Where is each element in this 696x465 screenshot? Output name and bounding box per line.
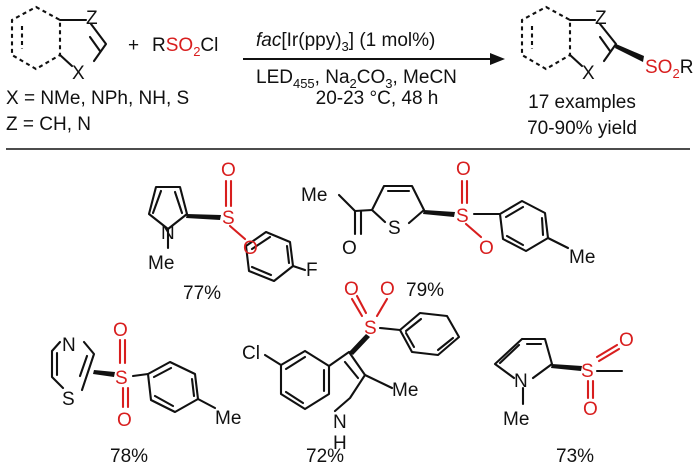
atom-s: S xyxy=(456,206,469,227)
atom-s: S xyxy=(388,218,401,239)
atom-n: N xyxy=(161,223,175,244)
examples-count: 17 examples xyxy=(528,92,636,113)
yield-label: 77% xyxy=(183,283,221,304)
atom-x: X xyxy=(72,63,85,84)
product-3: N S S O O Me 78% xyxy=(50,320,241,465)
methyl-label: Me xyxy=(503,409,529,430)
atom-f: F xyxy=(306,260,318,281)
methyl-label: Me xyxy=(215,408,241,429)
plus-sign: + xyxy=(128,35,139,56)
atom-s: S xyxy=(581,361,594,382)
atom-o: O xyxy=(243,238,258,259)
atom-n: N xyxy=(62,335,76,356)
yield-label: 72% xyxy=(306,446,344,465)
yield-label: 73% xyxy=(556,446,594,465)
chloro-label: Cl xyxy=(242,343,260,364)
atom-s: S xyxy=(115,368,128,389)
atom-n: N xyxy=(514,371,528,392)
catalyst-label: fac[Ir(ppy)3] (1 mol%) xyxy=(256,30,435,54)
atom-o: O xyxy=(619,330,634,351)
atom-s: S xyxy=(222,208,235,229)
atom-o: O xyxy=(113,320,128,341)
temperature-time-label: 20-23 °C, 48 h xyxy=(316,88,439,109)
product-5: N Me S O O 73% xyxy=(493,330,634,465)
product-2: Me O S S O O Me 79% xyxy=(301,159,595,301)
atom-z: Z xyxy=(595,8,607,29)
methyl-label: Me xyxy=(569,247,595,268)
atom-o: O xyxy=(117,410,132,431)
yield-range: 70-90% yield xyxy=(527,118,637,139)
yield-label: 78% xyxy=(110,446,148,465)
atom-o: O xyxy=(342,238,357,259)
sulfonyl-group: SO2R xyxy=(645,57,693,81)
methyl-label: Me xyxy=(148,253,174,274)
conditions-label: LED455, Na2CO3, MeCN xyxy=(256,67,457,91)
atom-n: N xyxy=(333,412,347,433)
atom-x: X xyxy=(582,63,595,84)
product-1: N Me S O O F 77% xyxy=(147,160,318,304)
atom-s: S xyxy=(62,389,75,410)
product-heteroarene: Z X SO2R xyxy=(520,5,693,84)
atom-o: O xyxy=(344,279,359,300)
methyl-label: Me xyxy=(392,380,418,401)
atom-o: O xyxy=(583,399,598,420)
starting-heteroarene: Z X xyxy=(10,5,108,84)
sulfonyl-chloride-reagent: RSO2Cl xyxy=(152,35,218,59)
atom-o: O xyxy=(380,279,395,300)
atom-o: O xyxy=(456,159,471,180)
z-definition: Z = CH, N xyxy=(6,114,91,135)
atom-h: H xyxy=(333,433,347,454)
atom-o: O xyxy=(479,238,494,259)
methyl-label: Me xyxy=(301,185,327,206)
yield-label: 79% xyxy=(406,280,444,301)
x-definition: X = NMe, NPh, NH, S xyxy=(6,88,189,109)
product-4: Cl Me N H S O O 72% xyxy=(242,279,461,465)
atom-z: Z xyxy=(86,8,98,29)
atom-o: O xyxy=(221,160,236,181)
atom-s: S xyxy=(364,318,377,339)
arrow-head xyxy=(490,53,505,65)
